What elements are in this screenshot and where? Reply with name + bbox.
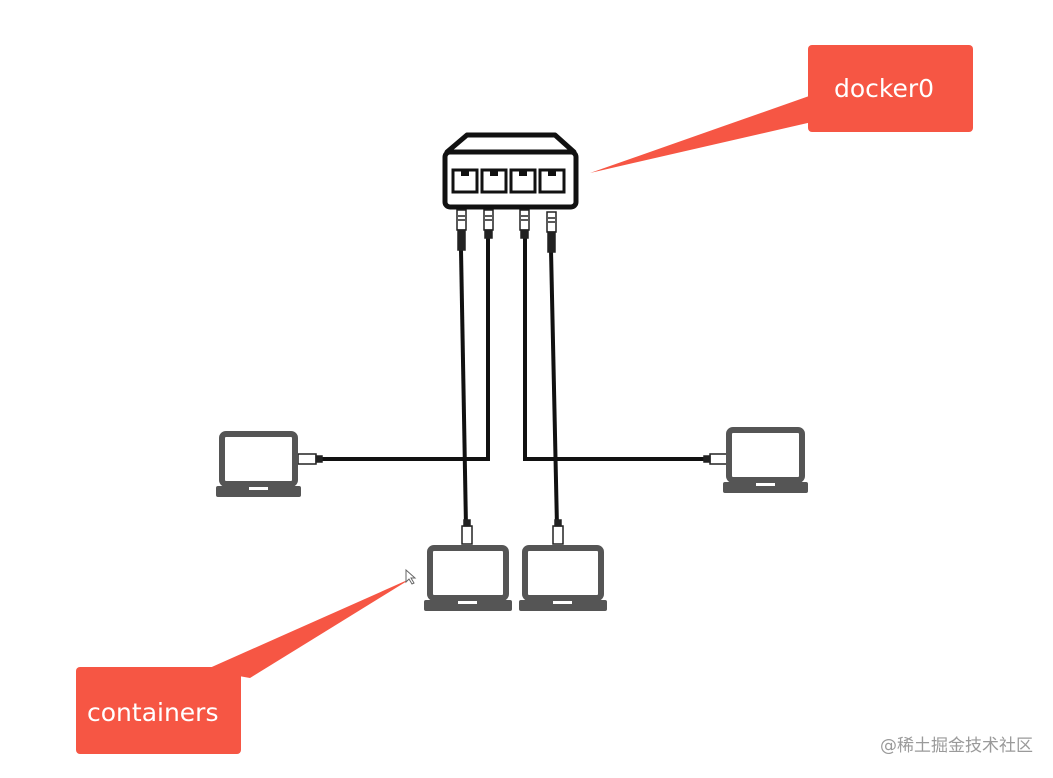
watermark: @稀土掘金技术社区 xyxy=(880,736,1033,756)
cable-to-bottom-left-laptop xyxy=(459,249,468,528)
docker0-callout-box xyxy=(808,45,973,132)
cable-to-bottom-right-laptop xyxy=(549,249,559,528)
laptop-icon xyxy=(216,431,301,497)
rj45-connector-icon xyxy=(519,209,530,239)
rj45-connector-icon xyxy=(552,519,564,545)
laptop-bottom-left xyxy=(424,545,512,611)
cable-to-left-laptop xyxy=(320,235,490,461)
network-switch-icon xyxy=(442,132,579,210)
laptop-icon xyxy=(519,545,607,611)
containers-callout xyxy=(76,578,412,754)
cable-to-right-laptop xyxy=(523,235,708,461)
laptop-connectors xyxy=(297,453,729,545)
switch-connectors xyxy=(456,209,557,253)
cables xyxy=(320,235,708,528)
docker0-callout xyxy=(590,45,973,173)
rj45-connector-icon xyxy=(546,211,557,253)
containers-callout-box xyxy=(76,667,241,754)
rj45-connector-icon xyxy=(483,209,494,239)
mouse-cursor-icon xyxy=(405,568,417,585)
laptop-left xyxy=(216,431,301,497)
laptop-bottom-right xyxy=(519,545,607,611)
laptop-icon xyxy=(424,545,512,611)
docker0-callout-pointer xyxy=(590,95,812,173)
laptop-icon xyxy=(723,427,808,493)
rj45-connector-icon xyxy=(461,519,473,545)
containers-label: containers xyxy=(87,698,219,727)
rj45-connector-icon xyxy=(297,453,323,465)
rj45-connector-icon xyxy=(456,209,467,251)
laptop-right xyxy=(723,427,808,493)
docker0-label: docker0 xyxy=(834,74,935,103)
rj45-connector-icon xyxy=(703,453,729,465)
containers-callout-pointer xyxy=(205,578,412,678)
